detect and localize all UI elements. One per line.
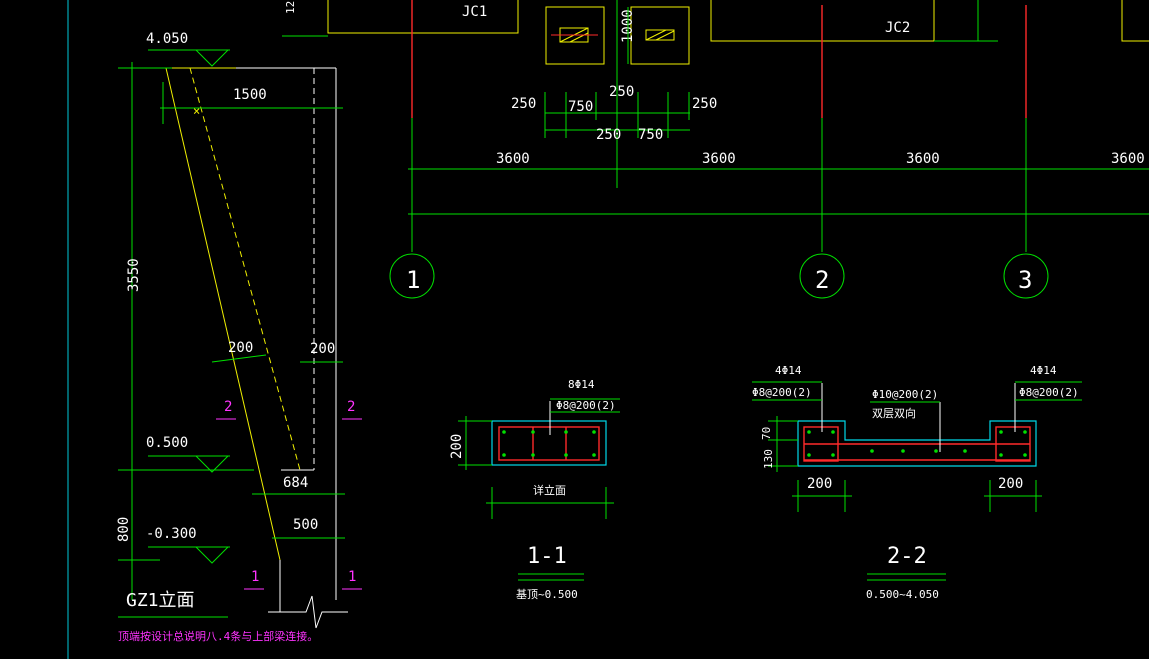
axis-bubble-1 [389, 253, 435, 299]
cut2-left-label: 2 [224, 399, 232, 415]
dim-750-b: 750 [638, 127, 663, 143]
s22-dim-70: 70 [760, 427, 773, 440]
section-2-2: 4Φ14 Φ8@200(2) Φ10@200(2) 双层双向 4Φ14 Φ8@2… [752, 364, 1082, 601]
detail-box-left [545, 6, 605, 65]
rebar-dot [963, 449, 967, 453]
jc1-outline [327, 0, 519, 34]
rebar-dot [870, 449, 874, 453]
s11-outline [491, 420, 607, 466]
rebar-dot [531, 430, 535, 434]
axis-label-3: 3 [1018, 266, 1032, 294]
s22-dim-200-right: 200 [998, 476, 1023, 492]
dim-200b-text: 200 [310, 341, 335, 357]
jc1-label: JC1 [462, 4, 487, 20]
detail-box-right-inner [645, 29, 675, 41]
rebar-dot [1023, 453, 1027, 457]
span-3: 3600 [906, 151, 940, 167]
dim-200a-line [211, 354, 267, 363]
gz1-elevation: 4.050 0.500 -0.300 1500 × 3550 800 200 2… [116, 31, 362, 643]
axis-label-2: 2 [815, 266, 829, 294]
dim-250-c: 250 [692, 96, 717, 112]
dim-1500-marker: × [193, 104, 200, 118]
s11-subtitle: 基顶~0.500 [516, 588, 578, 601]
dim-250-b: 250 [609, 84, 634, 100]
rebar-dot [999, 453, 1003, 457]
rebar-dot [831, 453, 835, 457]
s11-stirrup [498, 426, 600, 461]
elev-bot-tri [195, 546, 229, 564]
rebar-dot [531, 453, 535, 457]
s11-rebar-main: 8Φ14 [568, 378, 595, 391]
rebar-dot [502, 430, 506, 434]
s22-stirrup-left: Φ8@200(2) [752, 386, 812, 399]
detail-hatch-right-2 [655, 30, 675, 41]
s22-rebar-right: 4Φ14 [1030, 364, 1057, 377]
rebar-dot [999, 430, 1003, 434]
gz1-sloped-edge [165, 67, 281, 561]
axis-bubble-2 [799, 253, 845, 299]
s11-title: 1-1 [527, 544, 567, 569]
span-4: 3600 [1111, 151, 1145, 167]
s22-dim-200-left: 200 [807, 476, 832, 492]
elev-top-tri [195, 49, 229, 67]
span-1: 3600 [496, 151, 530, 167]
s11-width-label: 详立面 [533, 483, 566, 497]
jc1-dim-partial: 12 [284, 1, 297, 14]
dim-250-a: 250 [511, 96, 536, 112]
rebar-dot [1023, 430, 1027, 434]
dim-1500-text: 1500 [233, 87, 267, 103]
s22-title: 2-2 [887, 544, 927, 569]
rebar-dot [502, 453, 506, 457]
elev-bot-text: -0.300 [146, 526, 197, 542]
elev-mid-text: 0.500 [146, 435, 188, 451]
cut2-right-label: 2 [347, 399, 355, 415]
gz1-note: 顶端按设计总说明八.4条与上部梁连接。 [118, 629, 318, 643]
rebar-dot [934, 449, 938, 453]
rebar-dot [564, 453, 568, 457]
s22-stirrup-right: Φ8@200(2) [1019, 386, 1079, 399]
detail-box-right [630, 6, 690, 65]
s11-dim-200: 200 [449, 434, 465, 459]
section-1-1: 8Φ14 Φ8@200(2) 200 详立面 1-1 基顶~0.500 [449, 378, 620, 601]
dim-750-a: 750 [568, 99, 593, 115]
dim-800-text: 800 [116, 517, 132, 542]
jc2-label: JC2 [885, 20, 910, 36]
jc3-outline [1121, 0, 1149, 42]
top-foundation-area: JC1 12 JC2 1000 250 750 250 250 250 [282, 0, 1149, 299]
axis-bubble-3 [1003, 253, 1049, 299]
gz1-title: GZ1立面 [126, 590, 195, 611]
detail-hatch-left-2 [569, 32, 589, 43]
rebar-dot [807, 430, 811, 434]
detail-hatch-right [645, 29, 667, 41]
dim-500-text: 500 [293, 517, 318, 533]
s22-rebar-mid: Φ10@200(2) [872, 388, 938, 401]
s22-mid-note: 双层双向 [872, 406, 916, 420]
rebar-dot [901, 449, 905, 453]
elev-top-text: 4.050 [146, 31, 188, 47]
axis-label-1: 1 [406, 266, 420, 294]
s22-outline [797, 420, 1037, 467]
rebar-dot [592, 430, 596, 434]
s22-dim-130: 130 [762, 449, 775, 469]
cut1-right-label: 1 [348, 569, 356, 585]
rebar-dot [592, 453, 596, 457]
dim-684-text: 684 [283, 475, 308, 491]
dim-3550-text: 3550 [126, 258, 142, 292]
s22-rebar-left: 4Φ14 [775, 364, 802, 377]
s22-subtitle: 0.500~4.050 [866, 588, 939, 601]
rebar-dot [564, 430, 568, 434]
rebar-dot [831, 430, 835, 434]
s11-stirrup-text: Φ8@200(2) [556, 399, 616, 412]
span-2: 3600 [702, 151, 736, 167]
rebar-dot [807, 453, 811, 457]
dim-250-d: 250 [596, 127, 621, 143]
cut1-left-label: 1 [251, 569, 259, 585]
gz1-break-mark [268, 595, 348, 629]
elev-mid-tri [195, 455, 229, 473]
dim-200a-text: 200 [228, 340, 253, 356]
